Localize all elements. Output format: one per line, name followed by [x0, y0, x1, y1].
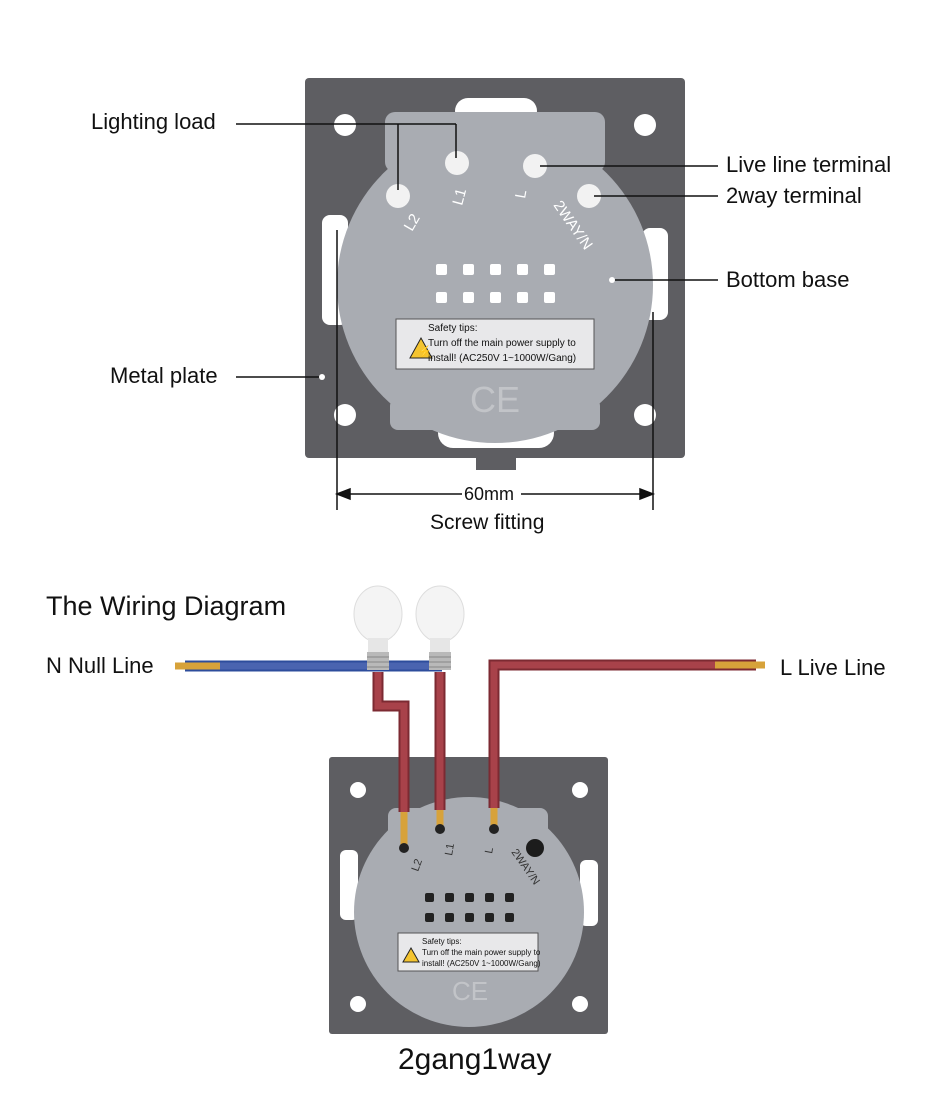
callout-metal-plate: Metal plate	[110, 363, 218, 388]
terminal-l2-hole	[386, 184, 410, 208]
dimension-lines	[334, 230, 656, 510]
bulb-2-icon	[415, 585, 465, 670]
wires	[175, 659, 765, 845]
safety-heading: Safety tips:	[428, 323, 477, 334]
callout-2way-terminal: 2way terminal	[726, 183, 862, 208]
wiring-terminal-label-l: L	[483, 846, 496, 854]
wiring-safety-line2: install! (AC250V 1~1000W/Gang)	[422, 959, 541, 968]
terminal-label-l1: L1	[449, 187, 470, 208]
callout-live-line-terminal: Live line terminal	[726, 152, 892, 177]
callout-leaders	[236, 123, 718, 378]
null-line-label: N Null Line	[46, 653, 154, 678]
safety-line1: Turn off the main power supply to	[428, 338, 576, 349]
terminal-l-hole	[523, 154, 547, 178]
terminal-label-l2: L2	[401, 211, 424, 234]
callout-lighting-load: Lighting load	[91, 109, 216, 134]
bulb-1-icon	[353, 585, 403, 670]
dimension-value: 60mm	[464, 484, 515, 504]
callout-bottom-base: Bottom base	[726, 267, 850, 292]
wiring-terminal-label-l1: L1	[443, 842, 457, 856]
live-line-label: L Live Line	[780, 655, 886, 680]
model-caption: 2gang1way	[398, 1043, 552, 1076]
wiring-safety-line1: Turn off the main power supply to	[422, 948, 541, 957]
terminal-l1-hole	[445, 151, 469, 175]
wiring-terminal-label-l2: L2	[410, 857, 425, 873]
dimension-caption: Screw fitting	[430, 511, 545, 534]
safety-line2: install! (AC250V 1~1000W/Gang)	[428, 353, 576, 364]
ce-mark-bottom: CE	[452, 976, 488, 1006]
terminal-label-l: L	[512, 189, 530, 200]
svg-text:⚡: ⚡	[418, 345, 432, 358]
ce-mark-top: CE	[470, 379, 520, 420]
bottom-base-top: ⚡	[337, 112, 653, 443]
terminal-2way-hole	[577, 184, 601, 208]
wiring-safety-heading: Safety tips:	[422, 937, 462, 946]
wiring-base	[354, 797, 584, 1027]
wiring-title: The Wiring Diagram	[46, 591, 287, 621]
